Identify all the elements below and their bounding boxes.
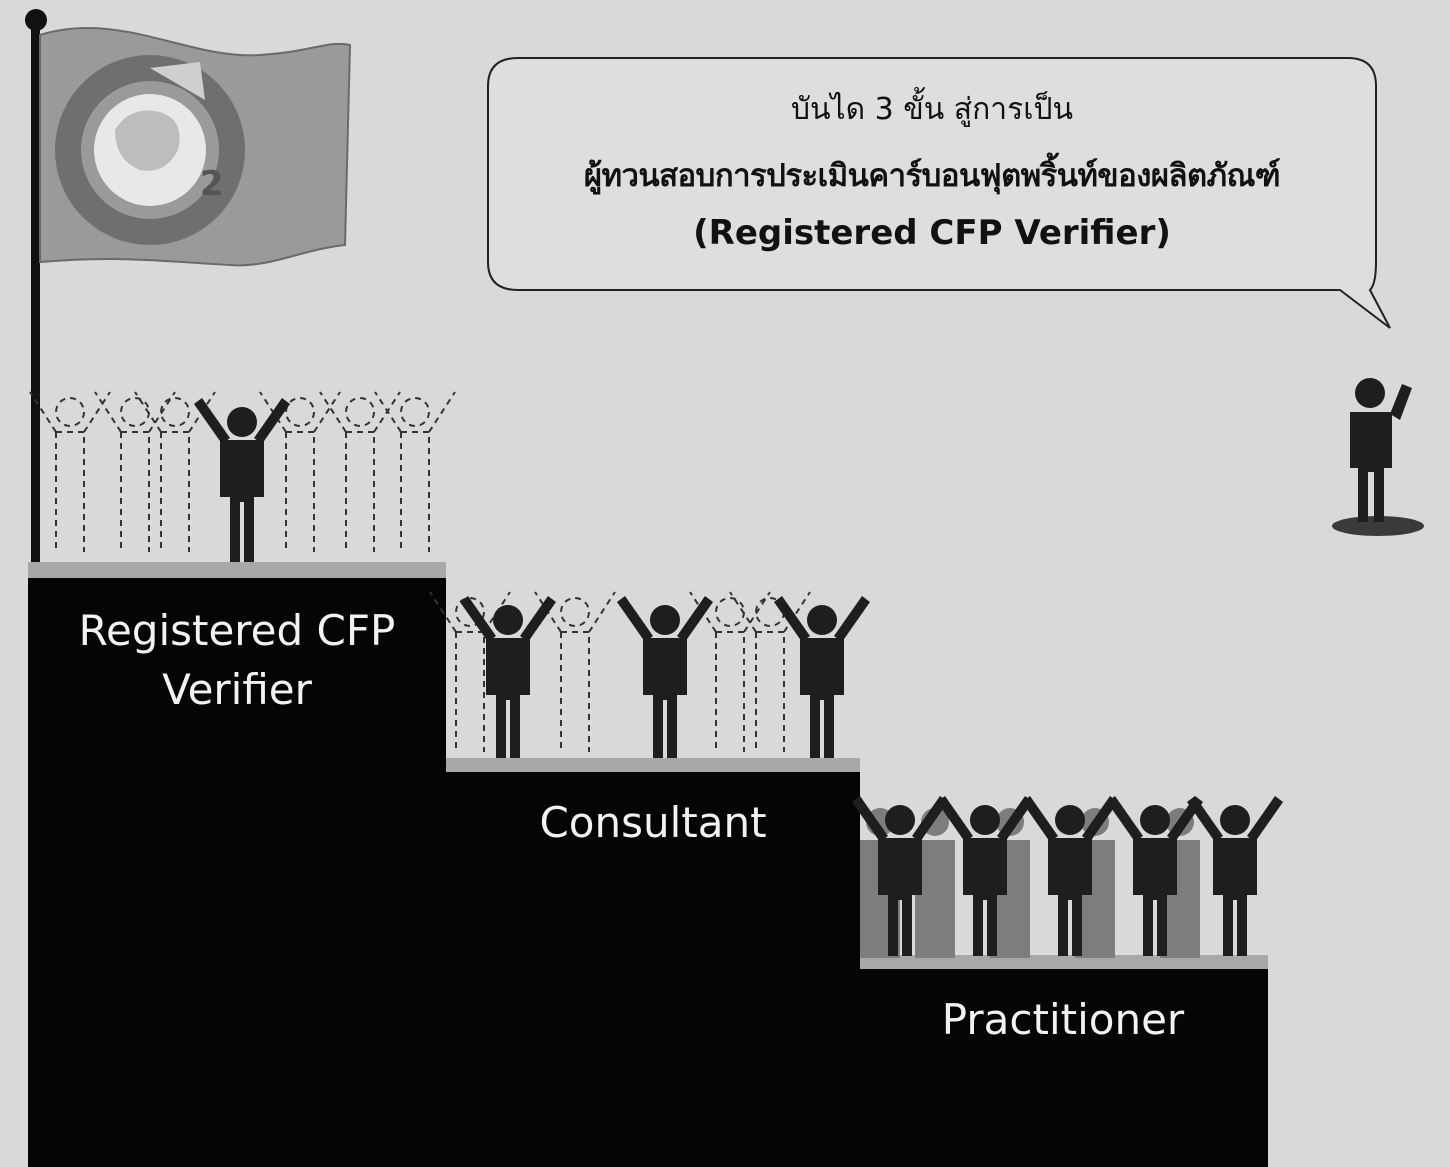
person-raised-arms-icon <box>617 596 713 758</box>
person-raised-arms-icon <box>194 398 290 562</box>
bubble-line-1: บันได 3 ขั้น สู่การเป็น <box>790 92 1074 127</box>
person-raised-arms-icon <box>460 596 556 758</box>
step-2-label: Consultant <box>539 798 767 847</box>
step-1-block <box>28 578 446 1167</box>
step-3-block <box>858 969 1268 1167</box>
step-1-top <box>28 562 446 578</box>
flag: 2 <box>25 9 352 570</box>
flag-pole-cap <box>25 9 47 31</box>
speech-bubble-text: บันได 3 ขั้น สู่การเป็น ผู้ทวนสอบการประเ… <box>488 58 1376 290</box>
c2-logo-icon: 2 <box>55 55 245 245</box>
speech-bubble <box>487 57 1391 329</box>
step-3-label: Practitioner <box>941 995 1185 1044</box>
person-raised-arms-icon <box>937 796 1033 956</box>
person-raised-arms-icon <box>852 796 948 956</box>
logo-c2-text: 2 <box>200 164 224 204</box>
person-raised-arms-icon <box>1187 796 1283 956</box>
step-3-front-crowd <box>852 796 1283 956</box>
step-2-figures <box>460 596 870 758</box>
step-3-top <box>858 955 1268 969</box>
step-2-block <box>446 772 860 1167</box>
person-waving-icon <box>1332 378 1424 536</box>
bubble-line-2: ผู้ทวนสอบการประเมินคาร์บอนฟุตพริ้นท์ของผ… <box>583 158 1281 194</box>
bubble-line-3: (Registered CFP Verifier) <box>693 213 1171 253</box>
step-1-label-line2: Verifier <box>162 665 312 714</box>
flag-pole <box>31 18 40 570</box>
step-1-label-line1: Registered CFP <box>78 606 396 655</box>
step-1-dashed-crowd <box>29 391 456 552</box>
person-raised-arms-icon <box>1107 796 1203 956</box>
speaker-shadow <box>1332 516 1424 536</box>
person-raised-arms-icon <box>774 596 870 758</box>
step-2-top <box>446 758 860 772</box>
step-1-label: Registered CFP Verifier <box>28 606 446 714</box>
person-raised-arms-icon <box>1022 796 1118 956</box>
